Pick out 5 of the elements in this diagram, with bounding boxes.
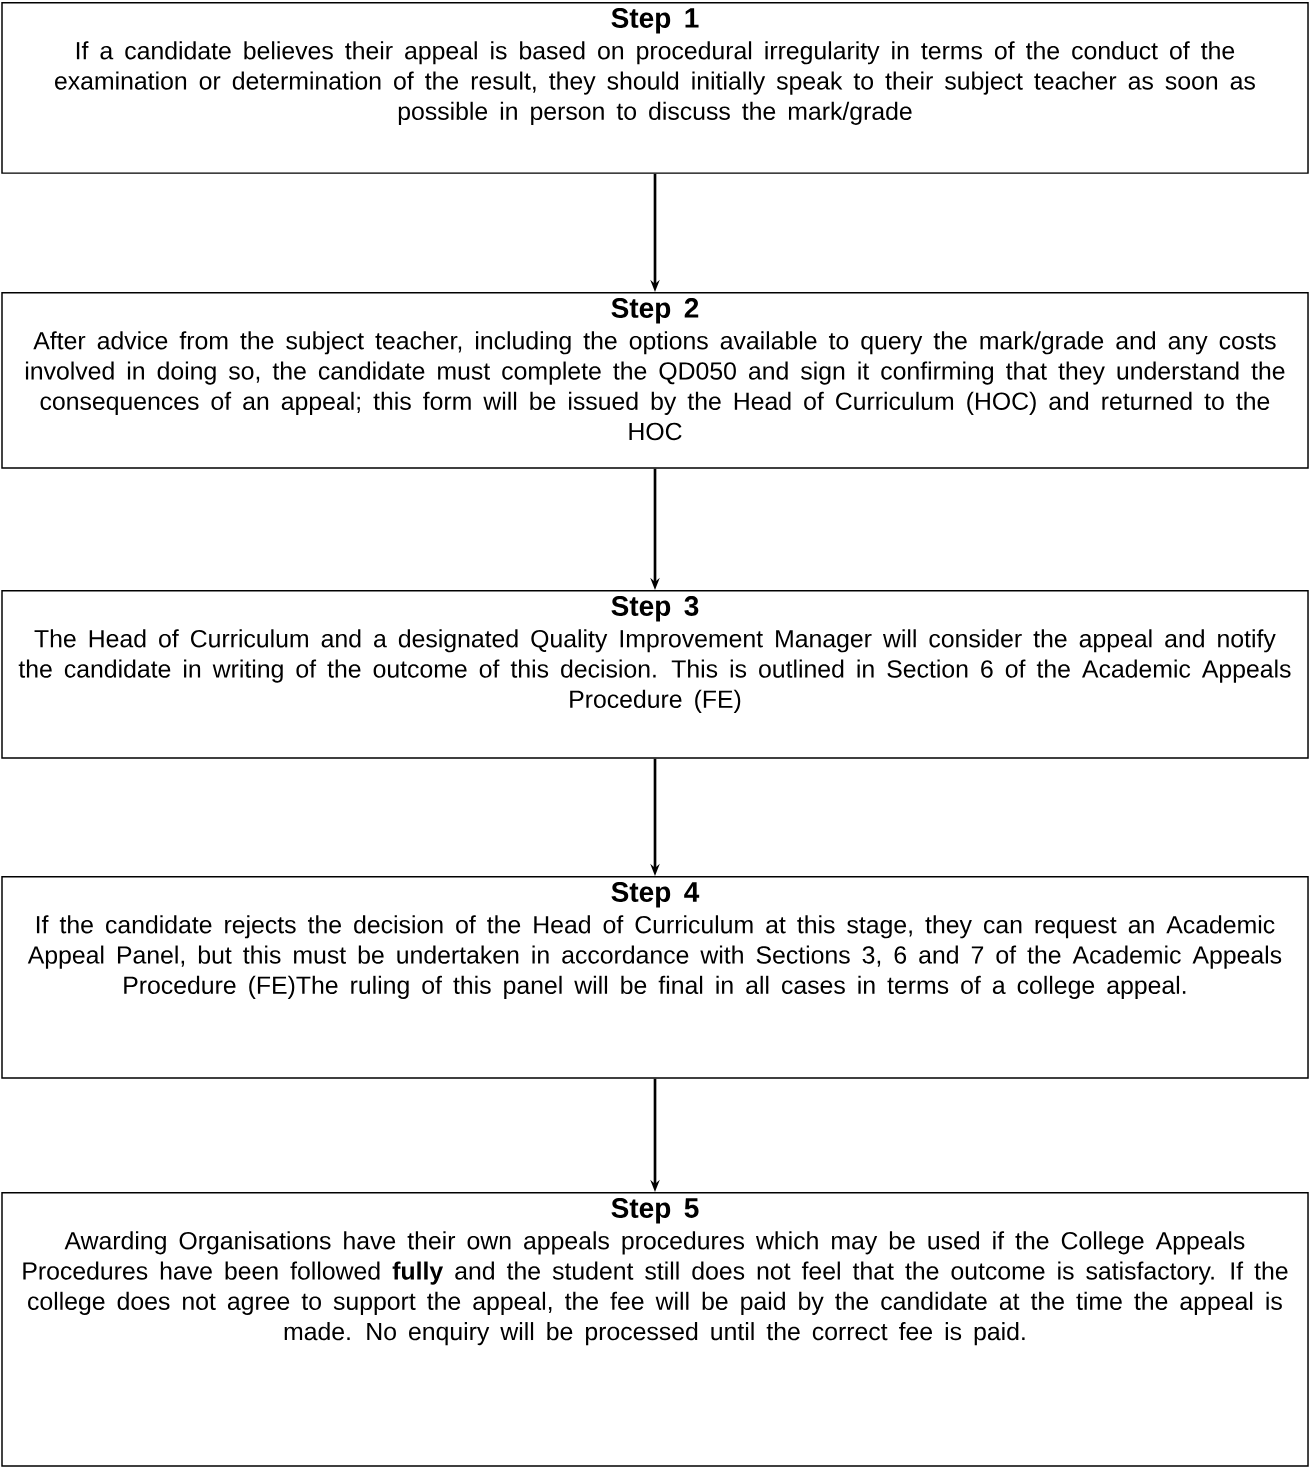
step-box: Step 2 After advice from the subject teacher, including the options available to query the mark/grade and any costs involved in doing so, the candidate must complete the QD050 and sign it confirming that they understand the consequences of an appeal; this form will be issued by the Head of Curriculum (HOC) and returned to the HOC	[1, 292, 1309, 469]
step-box: Step 1 If a candidate believes their appeal is based on procedural irregularity in terms of the conduct of the examination or determination of the result, they should initially speak to their subject teacher as soon as possible in person to discuss the mark/grade	[1, 2, 1309, 174]
step-box: Step 4 If the candidate rejects the decision of the Head of Curriculum at this stage, they can request an Academic Appeal Panel, but this must be undertaken in accordance with Sections 3, 6 and 7 of the Academic Appeals Procedure (FE)The ruling of this panel will be final in all cases in terms of a college appeal.	[1, 876, 1309, 1079]
step-box: Step 3 The Head of Curriculum and a designated Quality Improvement Manager will consider the appeal and notify the candidate in writing of the outcome of this decision. This is outlined in Section 6 of the Academic Appeals Procedure (FE)	[1, 590, 1309, 759]
step-box: Step 5 Awarding Organisations have their own appeals procedures which may be used if the College Appeals Procedures have been followed fully and the student still does not feel that the outcome is satisfactory. If the college does not agree to support the appeal, the fee will be paid by the candidate at the time the appeal is made. No enquiry will be processed until the correct fee is paid.	[1, 1192, 1309, 1467]
